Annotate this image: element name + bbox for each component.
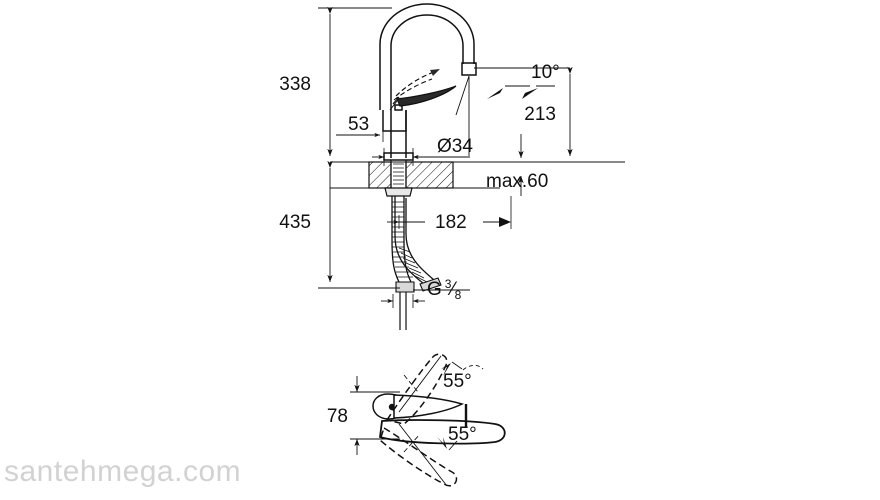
hose-a-endfitting bbox=[395, 281, 415, 293]
handle-angle-tick bbox=[389, 100, 398, 111]
hose-a-right bbox=[403, 196, 412, 283]
flexible-hoses bbox=[391, 196, 442, 330]
dimension-338 bbox=[318, 6, 392, 156]
dimension-swivel-lower-label: 55° bbox=[448, 424, 477, 445]
dimension-53-label: 53 bbox=[348, 114, 369, 135]
thread-slash: ⁄ bbox=[447, 279, 457, 300]
faucet-body-column bbox=[390, 110, 407, 158]
angle-arc-upper bbox=[462, 364, 484, 371]
plan-spout-neutral bbox=[379, 419, 506, 445]
dimension-435-label: 435 bbox=[279, 212, 311, 233]
dimension-182-label: 182 bbox=[435, 212, 467, 233]
plan-angle-leaders bbox=[448, 361, 484, 451]
plan-ghost-upper bbox=[385, 353, 448, 425]
spout-aerator bbox=[461, 62, 477, 76]
plan-axis-lower bbox=[398, 423, 448, 487]
spout-outer-curve bbox=[379, 3, 475, 110]
counter-hatch-left bbox=[368, 161, 392, 189]
plan-axis-center-tick-bottom bbox=[403, 433, 421, 453]
mounting-shank bbox=[384, 160, 413, 197]
dimension-d34 bbox=[372, 148, 470, 166]
site-watermark: santehmega.com bbox=[4, 455, 242, 488]
spout-inner-curve bbox=[390, 14, 464, 110]
dimension-78-label: 78 bbox=[327, 406, 348, 427]
lever-handle-group bbox=[389, 69, 457, 111]
plan-axis-lines bbox=[398, 355, 468, 487]
hose-a-left bbox=[391, 196, 400, 283]
dimension-78 bbox=[350, 376, 400, 455]
dimension-max60-label: max.60 bbox=[486, 171, 548, 192]
plan-axis-center-tick-top bbox=[403, 374, 419, 393]
counter-section bbox=[330, 161, 625, 189]
handle-travel-arc-lower bbox=[393, 78, 433, 101]
angle-leader-upper bbox=[451, 361, 463, 370]
angle-arrow-upper bbox=[441, 363, 451, 376]
dimension-213 bbox=[474, 66, 625, 163]
plan-faucet-body bbox=[372, 393, 465, 420]
angle-leader-lower bbox=[448, 440, 458, 451]
hose-b-left bbox=[394, 196, 425, 285]
hose-corrugation bbox=[392, 201, 428, 283]
hose-a-tail bbox=[399, 292, 407, 330]
dimension-thread bbox=[381, 289, 470, 308]
handle-travel-arc-upper bbox=[395, 71, 435, 97]
thread-denominator: 8 bbox=[455, 288, 462, 302]
dimension-435 bbox=[318, 160, 400, 289]
handle-arc-arrowhead bbox=[430, 69, 440, 76]
dimension-213-label: 213 bbox=[524, 104, 556, 125]
hose-b-right bbox=[405, 198, 435, 281]
handle-pivot bbox=[392, 96, 400, 105]
plan-view: 55° 55° 78 bbox=[327, 353, 506, 487]
dimension-10deg bbox=[455, 67, 570, 156]
plan-axis-upper bbox=[398, 355, 442, 413]
faucet-base-collar bbox=[383, 152, 414, 161]
plan-angle-arrows bbox=[437, 363, 451, 449]
mounting-nut bbox=[384, 187, 413, 197]
thread-numerator: 3 bbox=[445, 277, 452, 291]
plan-spout-upper bbox=[393, 394, 465, 419]
dimension-53 bbox=[336, 128, 384, 142]
elevation-view: 338 435 53 Ø34 bbox=[279, 3, 625, 330]
dimension-d34-label: Ø34 bbox=[437, 136, 473, 157]
dimension-182 bbox=[387, 196, 512, 229]
dimension-338-label: 338 bbox=[279, 74, 311, 95]
angle-arrow-left bbox=[487, 88, 503, 99]
dimension-swivel-upper-label: 55° bbox=[443, 371, 472, 392]
angle-arrow-lower bbox=[437, 437, 447, 449]
dim-arrow-182-right bbox=[499, 217, 511, 227]
dimension-10deg-label: 10° bbox=[531, 62, 560, 83]
plan-swivel-ghosts bbox=[379, 353, 458, 487]
angle-arrow-right bbox=[522, 88, 538, 99]
lever-handle bbox=[396, 85, 457, 107]
spout-axis-tilted bbox=[455, 75, 470, 116]
handle-block bbox=[382, 110, 407, 132]
hose-b-endfitting bbox=[419, 277, 442, 292]
thread-letter: G bbox=[427, 279, 442, 300]
plan-ghost-lower bbox=[379, 426, 458, 487]
